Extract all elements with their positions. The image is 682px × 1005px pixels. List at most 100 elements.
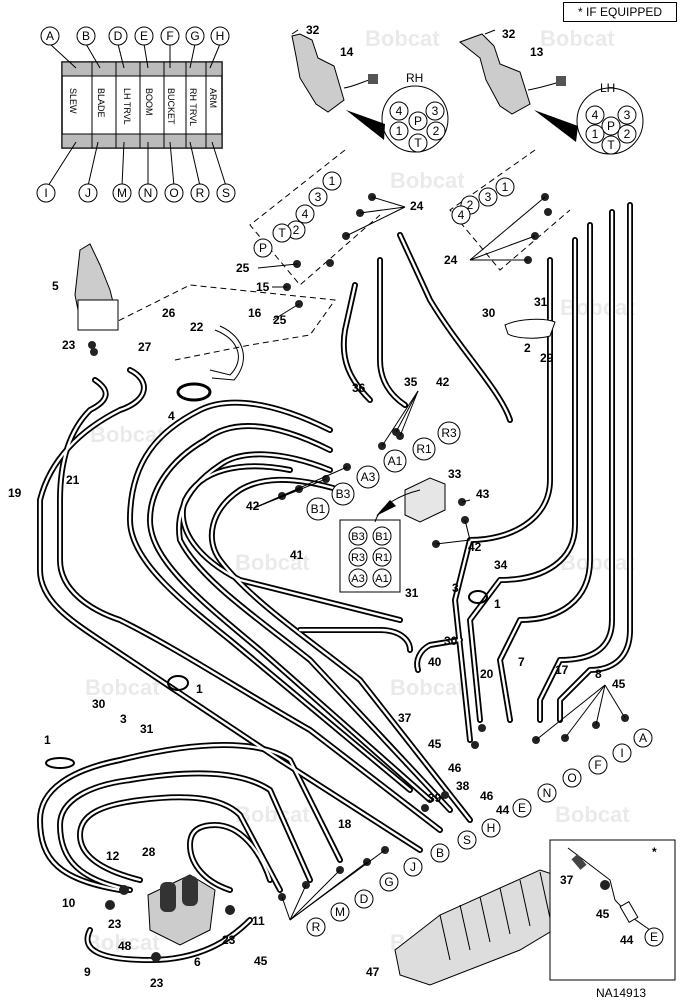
- callout-13: 13: [530, 45, 544, 59]
- valve-port-a: A: [46, 29, 54, 43]
- port-s: S: [463, 833, 471, 847]
- clamp-icon: [167, 675, 189, 691]
- callout-30: 30: [444, 634, 458, 648]
- port-e: E: [518, 801, 526, 815]
- valve-port-i: I: [44, 186, 47, 200]
- section-rh-trvl: RH TRVL: [188, 88, 198, 126]
- hose-end-1: 1: [329, 174, 336, 188]
- section-boom: BOOM: [144, 88, 154, 116]
- callout-3: 3: [452, 581, 459, 595]
- part-callouts: 32 14 32 13 24 24 25 15 25 5 26 16 22 23…: [8, 23, 657, 990]
- control-valve-block: SLEW BLADE LH TRVL BOOM BUCKET RH TRVL A…: [36, 26, 236, 203]
- port-a1: A1: [388, 454, 403, 468]
- watermark-text: Bobcat: [390, 168, 465, 193]
- port-r: R: [312, 920, 321, 934]
- hose-end-3: 3: [315, 190, 322, 204]
- callout-16: 16: [248, 306, 262, 320]
- port-n: N: [543, 786, 552, 800]
- port-o: O: [567, 771, 576, 785]
- hose-end-t: T: [278, 226, 286, 240]
- callout-39: 39: [428, 791, 442, 805]
- callout-31: 31: [140, 722, 154, 736]
- port-j: J: [410, 860, 416, 874]
- valve-port-s: S: [222, 186, 230, 200]
- section-bucket: BUCKET: [166, 88, 176, 125]
- callout-23: 23: [62, 338, 76, 352]
- lh-joystick: LH 4 P 3 1 T 2: [458, 33, 644, 155]
- callout-33: 33: [448, 467, 462, 481]
- port-b3: B3: [336, 487, 351, 501]
- port-i: I: [620, 746, 623, 760]
- valve-port-m: M: [117, 186, 127, 200]
- callout-1: 1: [44, 733, 51, 747]
- callout-42: 42: [436, 375, 450, 389]
- foot-pedal-assembly: [74, 243, 244, 402]
- callout-29: 29: [540, 351, 554, 365]
- port-h: H: [487, 821, 496, 835]
- callout-24: 24: [410, 199, 424, 213]
- drawing-number: NA14913: [596, 986, 647, 1000]
- callout-37: 37: [398, 711, 412, 725]
- valve-section-labels: SLEW BLADE LH TRVL BOOM BUCKET RH TRVL A…: [68, 88, 218, 126]
- valve-port-o: O: [169, 186, 178, 200]
- watermark-text: Bobcat: [555, 802, 630, 827]
- watermark-text: Bobcat: [365, 26, 440, 51]
- port-d: D: [360, 892, 369, 906]
- inset-callout-44: 44: [620, 933, 634, 947]
- section-slew: SLEW: [68, 88, 78, 114]
- hose-routing: [37, 202, 633, 963]
- port-r1: R1: [416, 442, 432, 456]
- shuttle-valve-block: [404, 477, 446, 523]
- hose-end-lh-3: 3: [485, 190, 492, 204]
- callout-38: 38: [456, 779, 470, 793]
- callout-10: 10: [62, 896, 76, 910]
- rh-pin-3: 3: [432, 104, 439, 118]
- valve-port-e: E: [140, 29, 148, 43]
- main-control-valve: [394, 869, 571, 986]
- lh-pin-p: P: [607, 119, 615, 133]
- inset-callout-45: 45: [596, 907, 610, 921]
- valve-port-h: H: [216, 29, 225, 43]
- callout-19: 19: [8, 486, 22, 500]
- rh-pin-1: 1: [396, 124, 403, 138]
- callout-15: 15: [256, 280, 270, 294]
- map-a1: A1: [375, 573, 388, 585]
- callout-23: 23: [150, 976, 164, 990]
- callout-2: 2: [524, 341, 531, 355]
- callout-12: 12: [106, 849, 120, 863]
- travel-pedal-assembly: [147, 874, 216, 946]
- port-map-legend: B3 B1 R3 R1 A3 A1: [339, 489, 421, 593]
- lh-bundle-outline: [449, 149, 571, 271]
- callout-30: 30: [92, 697, 106, 711]
- hose-end-p: P: [259, 241, 267, 255]
- port-r3: R3: [441, 426, 457, 440]
- callout-27: 27: [138, 340, 152, 354]
- watermark-text: Bobcat: [390, 675, 465, 700]
- lh-pin-4: 4: [592, 108, 599, 122]
- callout-20: 20: [480, 667, 494, 681]
- lh-pin-2: 2: [624, 127, 631, 141]
- port-a: A: [639, 731, 647, 745]
- callout-48: 48: [118, 939, 132, 953]
- callout-25: 25: [273, 313, 287, 327]
- callout-17: 17: [555, 663, 569, 677]
- clamp-icon: [468, 590, 488, 604]
- lh-pin-3: 3: [624, 108, 631, 122]
- map-b3: B3: [351, 531, 364, 543]
- valve-top-port-labels: [40, 26, 230, 46]
- callout-5: 5: [52, 279, 59, 293]
- callout-42: 42: [468, 540, 482, 554]
- valve-port-j: J: [85, 186, 91, 200]
- lh-label: LH: [600, 81, 615, 95]
- inset-port-e: E: [650, 930, 658, 944]
- callout-32: 32: [502, 27, 516, 41]
- callout-40: 40: [428, 655, 442, 669]
- watermark-text: Bobcat: [85, 675, 160, 700]
- callout-22: 22: [190, 320, 204, 334]
- callout-30: 30: [482, 306, 496, 320]
- callout-leaders: [253, 29, 626, 921]
- valve-bottom-port-labels: [36, 183, 236, 203]
- port-f: F: [594, 758, 601, 772]
- map-r1: R1: [375, 552, 389, 564]
